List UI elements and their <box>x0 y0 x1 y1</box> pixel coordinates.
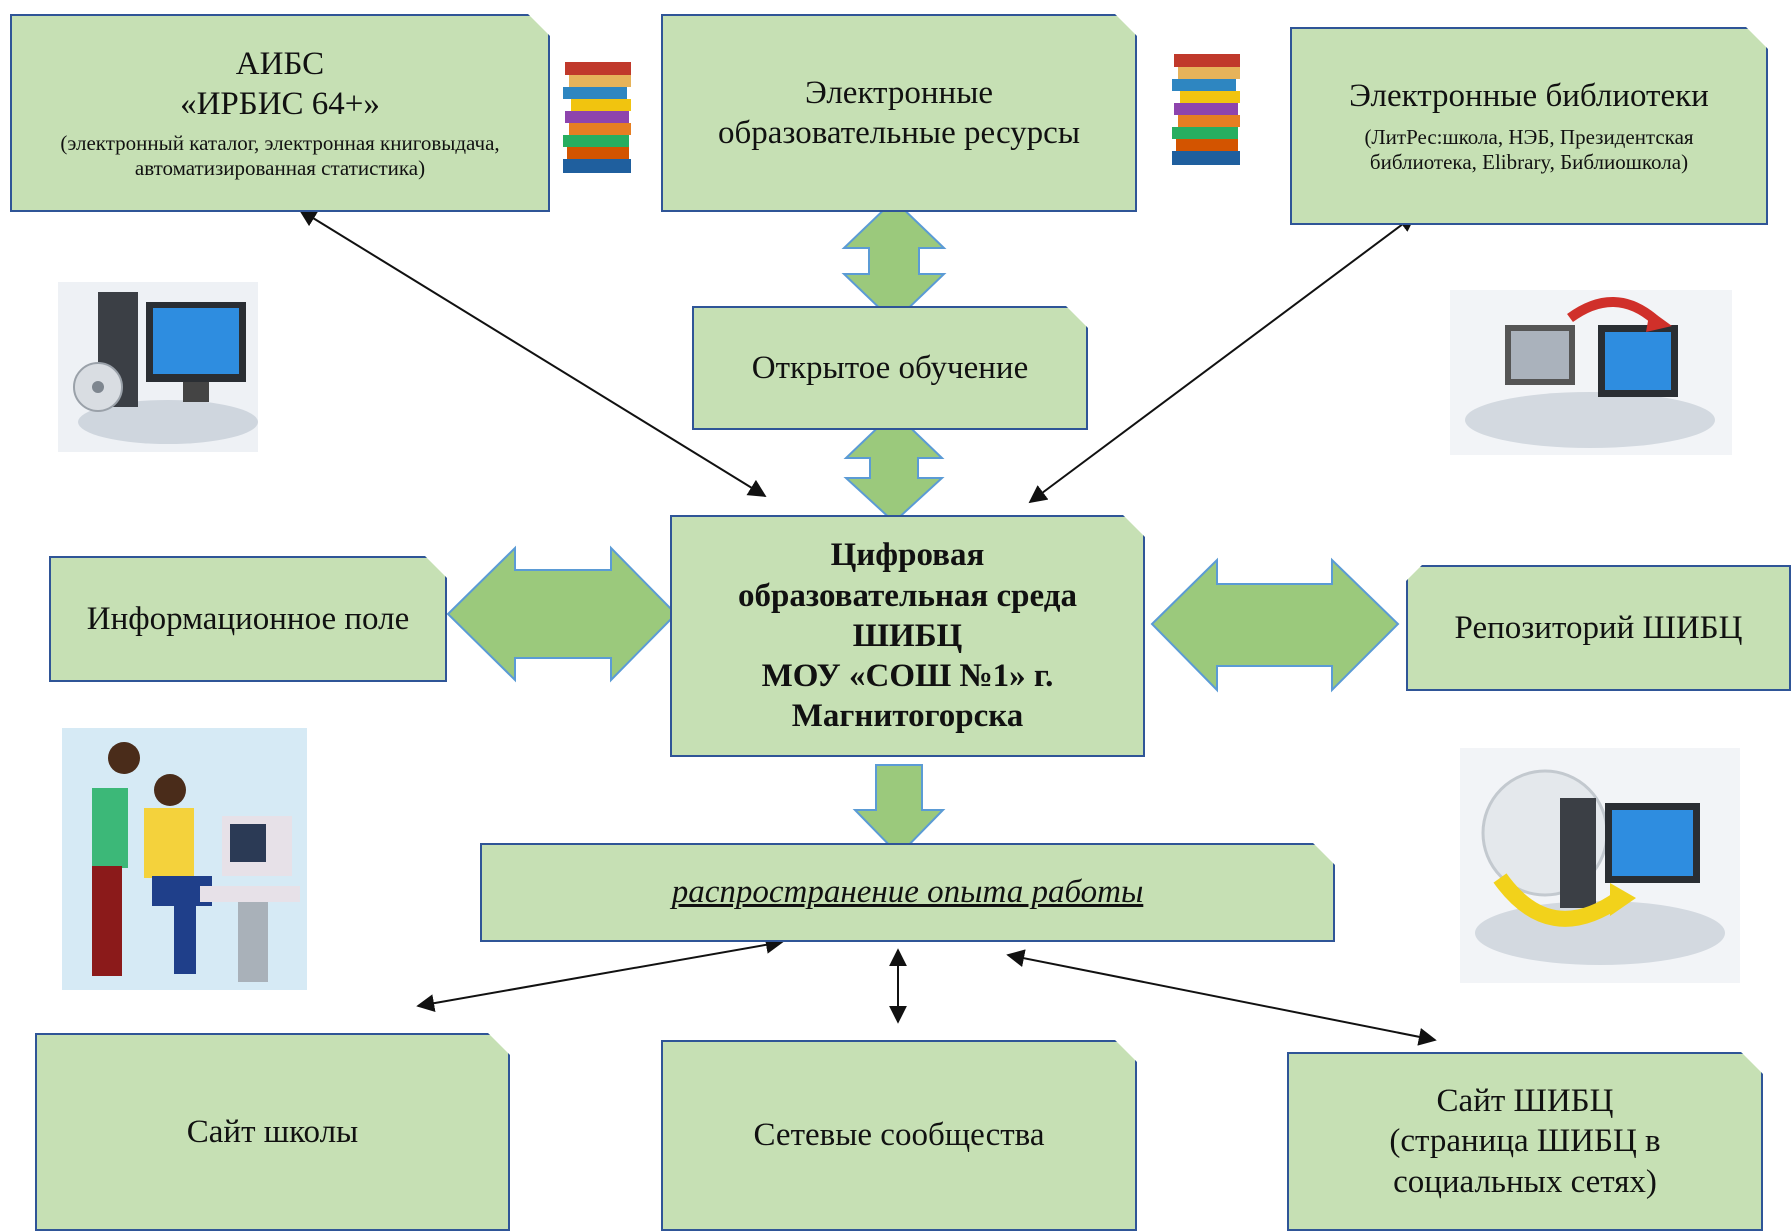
irbis-title-line2: «ИРБИС 64+» <box>180 86 380 123</box>
center-line4: МОУ «СОШ №1» г. <box>761 658 1054 695</box>
node-libraries: Электронные библиотеки (ЛитРес:школа, НЭ… <box>1290 27 1768 225</box>
info-field-label: Информационное поле <box>86 600 410 637</box>
computers-transfer-icon <box>1450 290 1732 455</box>
people-at-computer-icon <box>62 728 307 990</box>
connector-experience-school-site <box>416 935 784 1013</box>
block-arrow-eor-open-learning <box>841 198 947 324</box>
shibc-site-line3: социальных сетях) <box>1393 1163 1657 1200</box>
node-center: Цифровая образовательная среда ШИБЦ МОУ … <box>670 515 1145 757</box>
node-eor: Электронные образовательные ресурсы <box>661 14 1137 212</box>
block-arrow-info-field-center <box>446 545 678 683</box>
center-line2: образовательная среда <box>738 577 1077 614</box>
block-arrow-center-experience <box>852 764 946 857</box>
computer-disc-icon <box>58 282 258 452</box>
node-school-site: Сайт школы <box>35 1033 510 1231</box>
connector-experience-shibc-site <box>1006 949 1437 1046</box>
center-line1: Цифровая <box>830 537 985 574</box>
books-icon <box>563 62 631 173</box>
connector-irbis-center <box>298 209 767 497</box>
shibc-site-line1: Сайт ШИБЦ <box>1436 1083 1614 1120</box>
connector-libraries-center <box>1028 213 1417 504</box>
node-repository: Репозиторий ШИБЦ <box>1406 565 1791 691</box>
communities-label: Сетевые сообщества <box>753 1117 1045 1154</box>
libraries-note: (ЛитРес:школа, НЭБ, Президентская библио… <box>1364 124 1694 175</box>
repository-label: Репозиторий ШИБЦ <box>1454 609 1743 646</box>
center-line3: ШИБЦ <box>852 617 963 654</box>
eor-line1: Электронные <box>804 74 994 111</box>
node-communities: Сетевые сообщества <box>661 1040 1137 1231</box>
node-irbis: АИБС «ИРБИС 64+» (электронный каталог, э… <box>10 14 550 212</box>
node-open-learning: Открытое обучение <box>692 306 1088 430</box>
globe-computer-icon <box>1460 748 1740 983</box>
node-info-field: Информационное поле <box>49 556 447 682</box>
node-shibc-site: Сайт ШИБЦ (страница ШИБЦ в социальных се… <box>1287 1052 1763 1231</box>
shibc-site-line2: (страница ШИБЦ в <box>1389 1123 1661 1160</box>
school-site-label: Сайт школы <box>186 1113 359 1150</box>
libraries-title: Электронные библиотеки <box>1349 78 1709 115</box>
irbis-title-line1: АИБС <box>235 46 325 83</box>
block-arrow-center-repository <box>1150 557 1400 693</box>
node-experience: распространение опыта работы <box>480 843 1335 942</box>
books-icon <box>1172 54 1240 165</box>
eor-line2: образовательные ресурсы <box>717 115 1081 151</box>
experience-label: распространение опыта работы <box>671 874 1144 911</box>
irbis-note: (электронный каталог, электронная книгов… <box>60 130 500 181</box>
center-line5: Магнитогорска <box>791 698 1024 735</box>
open-learning-label: Открытое обучение <box>751 349 1029 386</box>
